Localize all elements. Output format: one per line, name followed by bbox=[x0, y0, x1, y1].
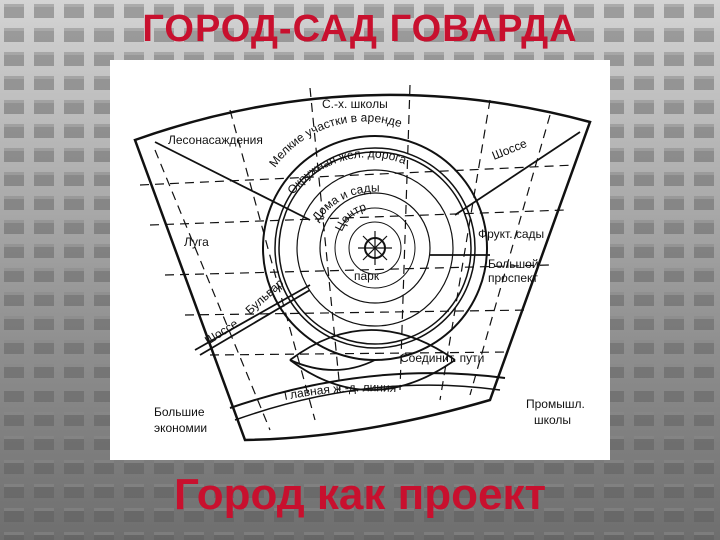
label-big-avenue-1: Большой bbox=[488, 257, 539, 271]
label-industrial-schools-2: школы bbox=[534, 413, 571, 427]
subtitle: Город как проект bbox=[173, 470, 547, 519]
garden-city-diagram: С.-х. школы Лесонасаждения Мелкие участк… bbox=[110, 60, 610, 460]
label-big-avenue-2: проспект bbox=[488, 271, 538, 285]
outer-boundary bbox=[133, 93, 592, 442]
label-forest: Лесонасаждения bbox=[168, 133, 263, 147]
page-title: ГОРОД-САД ГОВАРДА bbox=[142, 8, 578, 50]
main-railway bbox=[229, 372, 506, 421]
label-connecting-tracks: Соединит. пути bbox=[400, 351, 484, 365]
label-main-railway: Главная ж.-д. линия bbox=[283, 380, 397, 403]
label-meadows: Луга bbox=[184, 235, 209, 249]
center-hub bbox=[358, 231, 392, 265]
label-big-farms-1: Большие bbox=[154, 405, 205, 419]
label-schools: С.-х. школы bbox=[322, 97, 388, 111]
radial-roads bbox=[154, 131, 581, 356]
label-highway-ne: Шоссе bbox=[490, 136, 529, 163]
label-park: парк bbox=[354, 269, 380, 283]
label-industrial-schools-1: Промышл. bbox=[526, 397, 585, 411]
label-big-farms-2: экономии bbox=[154, 421, 207, 435]
concentric-rings bbox=[262, 135, 488, 361]
label-fruit-gardens: Фрукт. сады bbox=[478, 227, 544, 241]
